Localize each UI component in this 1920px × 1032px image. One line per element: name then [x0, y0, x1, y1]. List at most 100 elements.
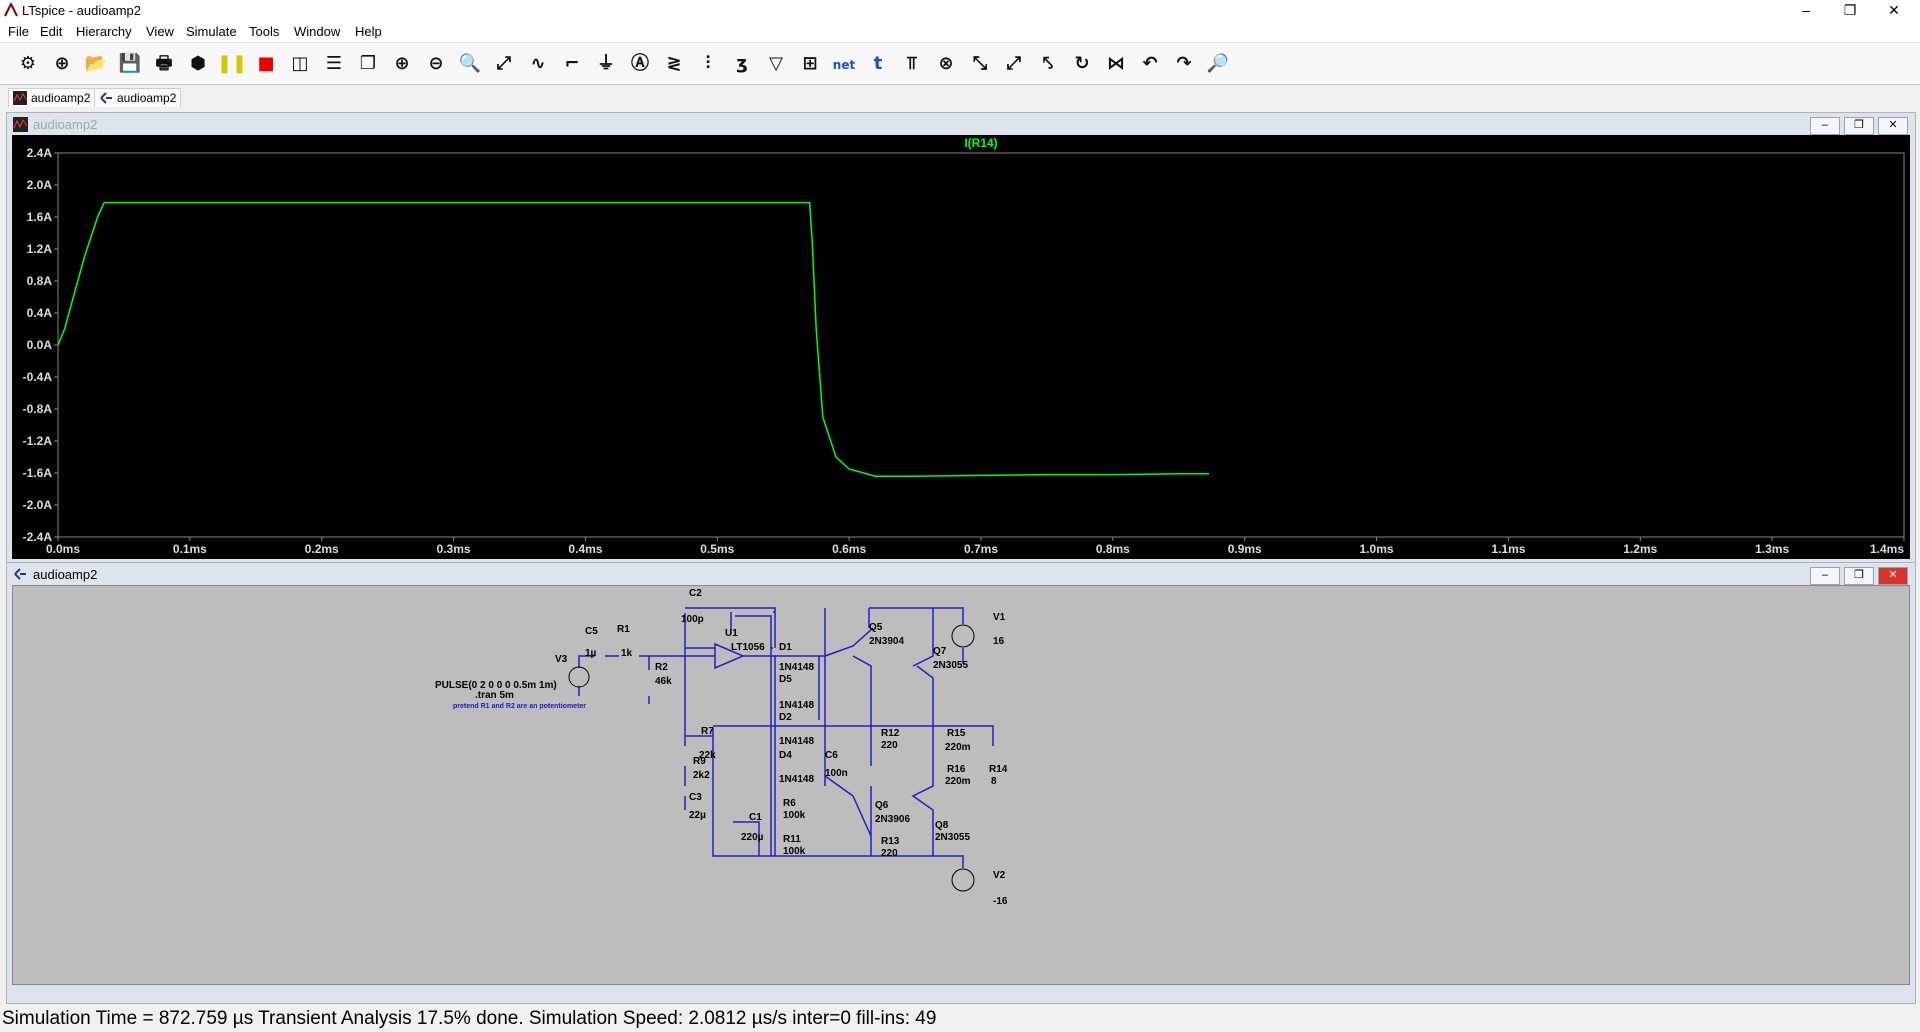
ltspice-logo-icon — [4, 3, 18, 17]
label-r9: R9 — [693, 756, 706, 767]
halt-icon[interactable]: ■ — [252, 49, 280, 77]
schematic-minimize-button[interactable]: – — [1810, 567, 1840, 585]
svg-text:⌐: ⌐ — [564, 53, 579, 74]
label-r7: R7 — [701, 726, 714, 737]
cascade-icon[interactable]: ❐ — [354, 49, 382, 77]
mirror-icon[interactable]: ⋈ — [1102, 49, 1130, 77]
label-r15: R15 — [947, 728, 966, 739]
svg-text:⊕: ⊕ — [54, 53, 69, 74]
close-button[interactable]: ✕ — [1888, 2, 1900, 18]
pause-icon[interactable]: ❚❚ — [217, 49, 247, 77]
schematic-drawing[interactable]: C2 100p U1 LT1056 C5 1µ R1 1k V3 R2 46k … — [13, 586, 1909, 984]
delete-icon[interactable]: ⊗ — [932, 49, 960, 77]
comment-text[interactable]: pretend R1 and R2 are an potentiometer — [453, 703, 586, 710]
minimize-button[interactable]: – — [1802, 2, 1810, 18]
y-tick-label: 0.4A — [27, 306, 53, 320]
zoom-out-icon[interactable]: ⊖ — [422, 49, 450, 77]
schematic-restore-button[interactable]: ❐ — [1844, 567, 1874, 585]
ground-icon[interactable]: ⏚ — [592, 49, 620, 77]
tab-waveform-label: audioamp2 — [31, 91, 91, 105]
wire-icon[interactable]: ⌐ — [558, 49, 586, 77]
tran-directive[interactable]: .tran 5m — [475, 690, 514, 701]
open-icon[interactable]: 📂 — [82, 49, 110, 77]
find-icon[interactable]: 🔎 — [1204, 49, 1232, 77]
y-tick-label: 2.4A — [27, 146, 53, 160]
label-v1-value: 16 — [993, 636, 1005, 647]
new-schematic-icon[interactable]: ⊕ — [48, 49, 76, 77]
label-r14: R14 — [989, 764, 1008, 775]
svg-text:📂: 📂 — [85, 53, 107, 74]
y-tick-label: 1.6A — [27, 210, 53, 224]
schematic-canvas[interactable]: C2 100p U1 LT1056 C5 1µ R1 1k V3 R2 46k … — [12, 585, 1910, 985]
save-icon[interactable]: 💾 — [116, 49, 144, 77]
menu-bar: File Edit Hierarchy View Simulate Tools … — [0, 22, 1920, 43]
label-c3: C3 — [689, 792, 702, 803]
zoom-fit-icon[interactable]: 🔍 — [456, 49, 484, 77]
maximize-button[interactable]: ❐ — [1843, 2, 1857, 18]
svg-text:🔎: 🔎 — [1207, 51, 1230, 74]
label-net-icon[interactable]: Ⓐ — [626, 49, 654, 77]
text-icon[interactable]: t — [864, 49, 892, 77]
menu-simulate[interactable]: Simulate — [186, 24, 237, 39]
redo-icon[interactable]: ↷ — [1170, 49, 1198, 77]
label-r1: R1 — [617, 624, 630, 635]
undo-icon[interactable]: ↶ — [1136, 49, 1164, 77]
label-d2-value: 1N4148 — [779, 736, 814, 747]
resistor-icon[interactable]: ≷ — [660, 49, 688, 77]
waveform-plot[interactable]: 2.4A2.0A1.6A1.2A0.8A0.4A0.0A-0.4A-0.8A-1… — [12, 135, 1910, 559]
voltage-source-v2[interactable] — [951, 868, 975, 892]
document-tabs: audioamp2 audioamp2 — [0, 86, 1920, 108]
voltage-source-v1[interactable] — [951, 624, 975, 648]
svg-text:⤢: ⤢ — [1007, 53, 1022, 74]
label-v3: V3 — [555, 654, 568, 665]
voltage-source-v3[interactable] — [568, 666, 590, 688]
label-v1: V1 — [993, 612, 1006, 623]
menu-window[interactable]: Window — [294, 24, 341, 39]
waveform-minimize-button[interactable]: – — [1810, 117, 1840, 135]
tab-schematic[interactable]: audioamp2 — [94, 88, 182, 107]
diode-icon[interactable]: ▽ — [762, 49, 790, 77]
control-panel-icon[interactable]: ⬢ — [184, 49, 212, 77]
inductor-icon[interactable]: ʒ — [728, 49, 756, 77]
label-d2: D2 — [779, 712, 792, 723]
window-title: LTspice - audioamp2 — [22, 3, 141, 18]
y-tick-label: -1.6A — [23, 466, 53, 480]
svg-text:net: net — [833, 58, 856, 72]
schematic-close-button[interactable]: ✕ — [1878, 567, 1908, 585]
duplicate-icon[interactable]: ⤡ — [966, 49, 994, 77]
pulse-directive[interactable]: PULSE(0 2 0 0 0 0.5m 1m) — [435, 680, 557, 691]
menu-tools[interactable]: Tools — [249, 24, 280, 39]
tile-horizontal-icon[interactable]: ☰ — [320, 49, 348, 77]
waveform-close-button[interactable]: ✕ — [1878, 117, 1908, 135]
menu-help[interactable]: Help — [355, 24, 382, 39]
zoom-in-icon[interactable]: ⊕ — [388, 49, 416, 77]
capacitor-icon[interactable]: ⫶ — [694, 49, 722, 77]
waveform-restore-button[interactable]: ❐ — [1844, 117, 1874, 135]
zoom-full-icon[interactable]: ⤢ — [490, 49, 518, 77]
net-name-icon[interactable]: net — [830, 49, 858, 77]
menu-view[interactable]: View — [146, 24, 174, 39]
schematic-window-titlebar: audioamp2 – ❐ ✕ — [7, 563, 1915, 585]
schematic-window-title: audioamp2 — [33, 567, 98, 582]
component-icon[interactable]: ⊞ — [796, 49, 824, 77]
label-r12: R12 — [881, 728, 900, 739]
label-c2-value: 100p — [681, 614, 704, 625]
x-tick-label: 0.6ms — [832, 542, 866, 556]
print-icon[interactable]: 🖶 — [150, 49, 178, 77]
settings-icon[interactable]: ⚙ — [14, 49, 42, 77]
autorange-icon[interactable]: ∿ — [524, 49, 552, 77]
svg-text:Ⓐ: Ⓐ — [631, 52, 649, 74]
spice-directive-icon[interactable]: ⫪ — [898, 49, 926, 77]
move-icon[interactable]: ⤢ — [1000, 49, 1028, 77]
svg-text:◫: ◫ — [291, 53, 308, 74]
rotate-icon[interactable]: ↻ — [1068, 49, 1096, 77]
tab-waveform[interactable]: audioamp2 — [8, 88, 96, 107]
menu-edit[interactable]: Edit — [40, 24, 63, 39]
menu-file[interactable]: File — [8, 24, 29, 39]
waveform-window-titlebar: audioamp2 – ❐ ✕ — [7, 113, 1915, 135]
tile-vertical-icon[interactable]: ◫ — [286, 49, 314, 77]
menu-hierarchy[interactable]: Hierarchy — [76, 24, 132, 39]
drag-icon[interactable]: ⤣ — [1034, 49, 1062, 77]
